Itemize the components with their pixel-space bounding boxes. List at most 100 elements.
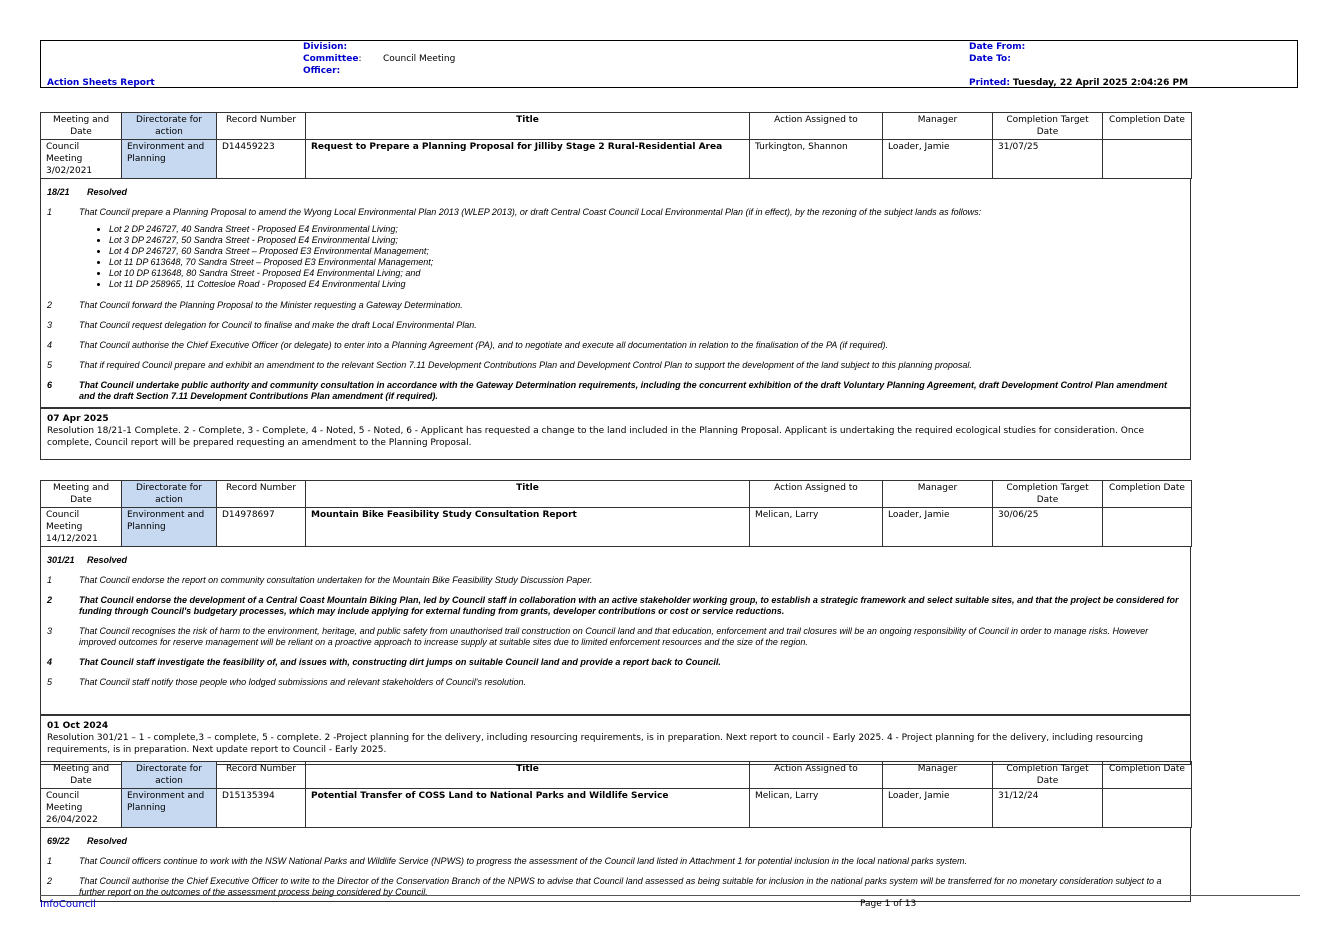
record-cell: D15135394 [216,788,306,828]
resolution-number: 69/22 [47,836,70,846]
item-text: That Council endorse the development of … [79,595,1179,616]
lot-item: Lot 2 DP 246727, 40 Sandra Street - Prop… [109,224,1184,235]
item-text: That Council request delegation for Coun… [79,320,477,330]
col-record: Record Number [216,112,306,140]
printed-row: Printed: Tuesday, 22 April 2025 2:04:26 … [969,77,1188,89]
item-number: 1 [47,856,53,866]
col-directorate: Directorate for action [121,112,217,140]
resolution-number: 18/21 [47,187,70,197]
manager-cell: Loader, Jamie [882,507,993,547]
directorate-cell: Environment and Planning [121,507,217,547]
date-from-label: Date From: [969,42,1026,52]
item-text: That if required Council prepare and exh… [79,360,972,370]
target-cell: 31/12/24 [992,788,1103,828]
title-cell: Mountain Bike Feasibility Study Consulta… [305,507,750,547]
resolution-word: Resolved [87,187,128,197]
item-number: 4 [47,340,53,350]
item-number: 2 [47,300,53,310]
update-date: 01 Oct 2024 [47,721,109,731]
committee-value: Council Meeting [383,54,456,64]
resolution-item: 1 That Council prepare a Planning Proposa… [47,207,1184,218]
item-text: That Council recognises the risk of harm… [79,626,1149,647]
footer-app-name: InfoCouncil [40,899,96,910]
completion-cell [1102,507,1192,547]
action-row: Council Meeting 26/04/2022 Environment a… [40,788,1192,828]
item-number: 1 [47,207,53,217]
action-section: Meeting and Date Directorate for action … [40,112,1192,460]
column-header-row: Meeting and Date Directorate for action … [40,761,1192,789]
col-manager: Manager [882,480,993,508]
lot-item: Lot 11 DP 613648, 70 Sandra Street – Pro… [109,257,1184,268]
col-assigned: Action Assigned to [749,480,883,508]
date-to-label: Date To: [969,54,1011,64]
item-number: 3 [47,320,53,330]
item-text: That Council authorise the Chief Executi… [79,876,1162,897]
col-completion: Completion Date [1102,112,1192,140]
action-row: Council Meeting 14/12/2021 Environment a… [40,507,1192,547]
completion-cell [1102,139,1192,179]
report-header: Division: Committee: Council Meeting Off… [40,40,1298,88]
item-text: That Council undertake public authority … [79,380,1167,401]
resolution-item: 3 That Council request delegation for Cou… [47,320,1184,331]
resolution-item: 3 That Council recognises the risk of har… [47,626,1184,648]
committee-colon: : [358,54,362,64]
division-label: Division: [303,42,348,52]
item-text: That Council forward the Planning Propos… [79,300,463,310]
col-completion: Completion Date [1102,480,1192,508]
update-text: Resolution 18/21-1 Complete. 2 - Complet… [47,426,1145,448]
resolution-word: Resolved [87,555,128,565]
col-meeting: Meeting and Date [40,112,122,140]
meeting-cell: Council Meeting 3/02/2021 [40,139,122,179]
col-assigned: Action Assigned to [749,761,883,789]
col-title: Title [305,112,750,140]
col-target: Completion Target Date [992,112,1103,140]
record-cell: D14978697 [216,507,306,547]
committee-label: Committee [303,54,359,64]
lot-item: Lot 4 DP 246727, 60 Sandra Street – Prop… [109,246,1184,257]
action-section: Meeting and Date Directorate for action … [40,480,1192,765]
col-target: Completion Target Date [992,480,1103,508]
col-completion: Completion Date [1102,761,1192,789]
item-number: 3 [47,626,53,636]
item-text: That Council prepare a Planning Proposal… [79,207,982,217]
resolution-item: 2 That Council forward the Planning Propo… [47,300,1184,311]
action-table: Meeting and Date Directorate for action … [40,480,1192,547]
assigned-cell: Melican, Larry [749,507,883,547]
lot-item: Lot 3 DP 246727, 50 Sandra Street - Prop… [109,235,1184,246]
item-text: That Council endorse the report on commu… [79,575,593,585]
assigned-cell: Turkington, Shannon [749,139,883,179]
col-record: Record Number [216,480,306,508]
assigned-cell: Melican, Larry [749,788,883,828]
manager-cell: Loader, Jamie [882,788,993,828]
col-title: Title [305,761,750,789]
directorate-cell: Environment and Planning [121,139,217,179]
page-number: Page 1 of 13 [860,899,917,909]
printed-value: Tuesday, 22 April 2025 2:04:26 PM [1012,78,1189,88]
update-block: 01 Oct 2024 Resolution 301/21 – 1 - comp… [40,715,1191,765]
action-table: Meeting and Date Directorate for action … [40,761,1192,828]
directorate-cell: Environment and Planning [121,788,217,828]
resolution-item: 2 That Council authorise the Chief Execut… [47,876,1184,898]
col-directorate: Directorate for action [121,480,217,508]
officer-label: Officer: [303,66,341,76]
item-number: 2 [47,876,53,886]
col-record: Record Number [216,761,306,789]
column-header-row: Meeting and Date Directorate for action … [40,480,1192,508]
col-target: Completion Target Date [992,761,1103,789]
item-text: That Council staff notify those people w… [79,677,526,687]
printed-label: Printed: [969,78,1010,88]
footer-divider [40,895,1300,896]
col-manager: Manager [882,112,993,140]
record-cell: D14459223 [216,139,306,179]
manager-cell: Loader, Jamie [882,139,993,179]
action-table: Meeting and Date Directorate for action … [40,112,1192,179]
completion-cell [1102,788,1192,828]
